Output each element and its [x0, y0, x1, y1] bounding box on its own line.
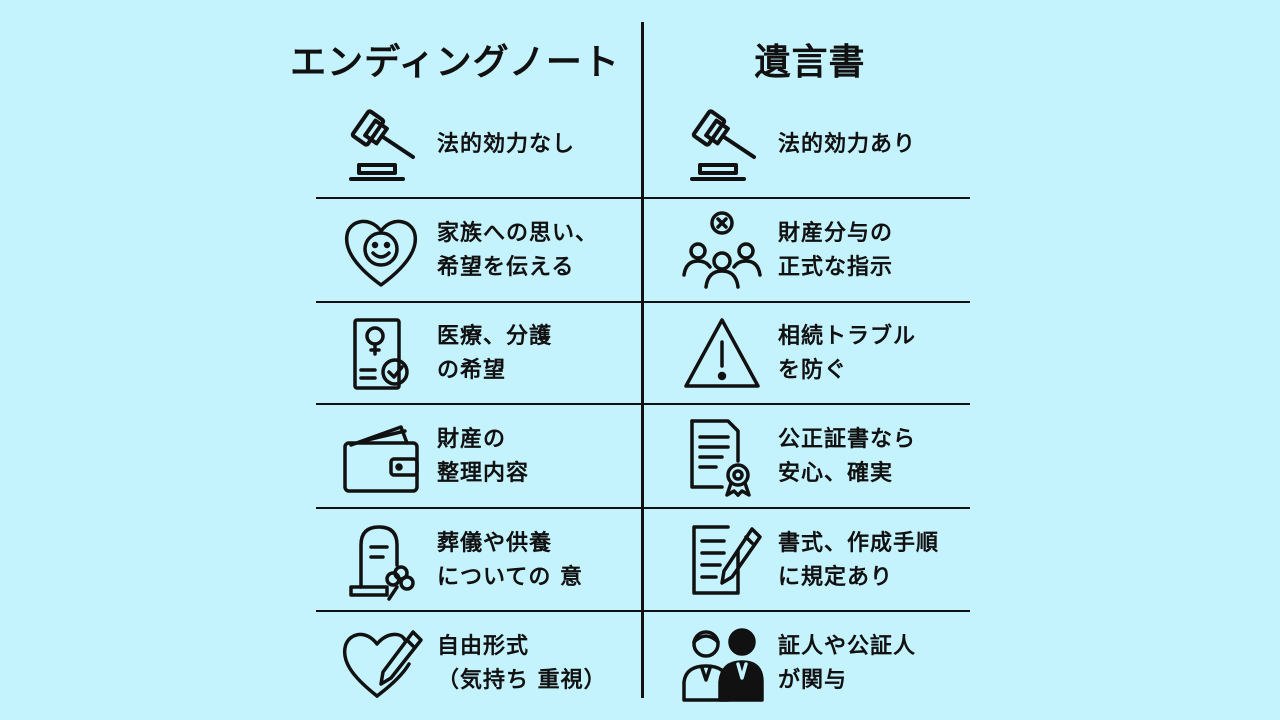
right-item-format-rules: 書式、作成手順 に規定あり [676, 515, 939, 607]
heart-smile-icon [335, 211, 427, 291]
right-item-legal-effect: 法的効力あり [676, 100, 916, 190]
cell-label: 相続トラブル を防ぐ [778, 324, 917, 383]
cell-label: 葬儀や供養 についての 意 [437, 531, 583, 590]
row-divider [316, 610, 970, 612]
witnesses-icon [676, 624, 768, 704]
right-item-witnesses: 証人や公証人 が関与 [676, 618, 916, 710]
right-item-notarized-deed: 公正証書なら 安心、確実 [676, 411, 916, 503]
left-item-asset-summary: 財産の 整理内容 [335, 411, 529, 503]
warning-icon [676, 314, 768, 394]
family-money-icon [676, 211, 768, 291]
gavel-icon [335, 105, 427, 185]
row-divider [316, 507, 970, 509]
right-item-asset-division: 財産分与の 正式な指示 [676, 205, 893, 297]
gavel-icon [676, 105, 768, 185]
left-item-funeral-wishes: 葬儀や供養 についての 意 [335, 515, 583, 607]
row-divider [316, 197, 970, 199]
cell-label: 法的効力あり [778, 132, 917, 157]
cell-label: 財産の 整理内容 [437, 427, 530, 486]
cell-label: 家族への思い、 希望を伝える [437, 221, 599, 280]
cell-label: 財産分与の 正式な指示 [778, 221, 894, 280]
cell-label: 法的効力なし [437, 132, 576, 157]
row-divider [316, 403, 970, 405]
row-divider [316, 301, 970, 303]
column-divider [641, 22, 644, 698]
document-pen-icon [676, 521, 768, 601]
cell-label: 自由形式 （気持ち 重視） [437, 634, 607, 693]
cell-label: 医療、分護 の希望 [437, 324, 553, 383]
wallet-icon [335, 417, 427, 497]
cell-label: 証人や公証人 が関与 [778, 634, 917, 693]
heart-pen-icon [335, 624, 427, 704]
right-column-title: 遺言書 [754, 42, 866, 83]
cell-label: 書式、作成手順 に規定あり [778, 531, 940, 590]
left-item-legal-effect: 法的効力なし [335, 100, 575, 190]
right-item-prevent-disputes: 相続トラブル を防ぐ [676, 308, 916, 400]
medical-document-icon [335, 314, 427, 394]
left-item-medical-care: 医療、分護 の希望 [335, 308, 552, 400]
gravestone-flower-icon [335, 521, 427, 601]
left-item-free-format: 自由形式 （気持ち 重視） [335, 618, 607, 710]
cell-label: 公正証書なら 安心、確実 [778, 427, 917, 486]
left-item-family-wishes: 家族への思い、 希望を伝える [335, 205, 598, 297]
left-column-title: エンディングノート [290, 42, 620, 83]
certificate-icon [676, 417, 768, 497]
